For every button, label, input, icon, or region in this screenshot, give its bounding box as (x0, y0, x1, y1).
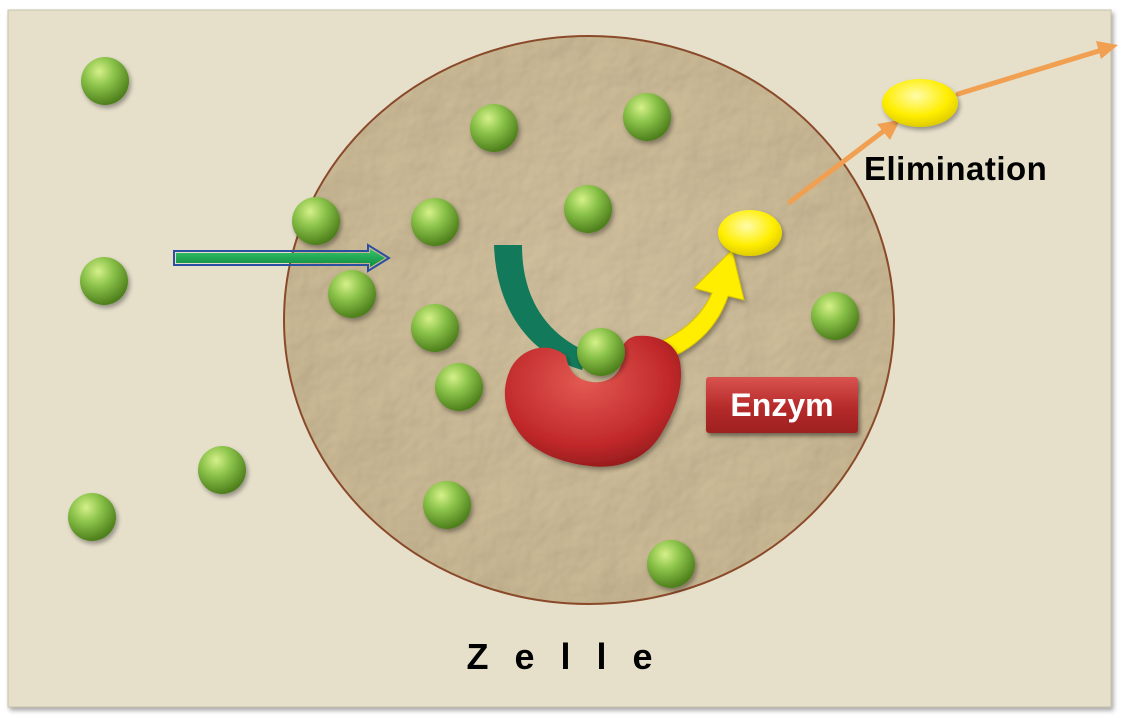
enzyme-label-box: Enzym (706, 377, 858, 433)
cell-label: Zelle (0, 636, 1145, 678)
molecule (292, 197, 340, 245)
molecule (564, 185, 612, 233)
metabolite-inside (718, 210, 782, 256)
elimination-label: Elimination (864, 150, 1048, 187)
molecule (423, 481, 471, 529)
uptake-arrow (173, 243, 391, 273)
molecule (647, 540, 695, 588)
cell-label-text: Zelle (466, 636, 679, 677)
molecule (68, 493, 116, 541)
molecule (411, 304, 459, 352)
molecule (198, 446, 246, 494)
molecule (81, 57, 129, 105)
molecule (328, 270, 376, 318)
molecule (411, 198, 459, 246)
molecule (435, 363, 483, 411)
metabolite-eliminated (882, 79, 958, 127)
molecule (470, 104, 518, 152)
substrate-molecules (68, 57, 859, 588)
enzyme-blob (504, 335, 682, 467)
elimination-arrow (787, 41, 1118, 205)
enzyme-label: Enzym (730, 386, 834, 423)
cell-body (283, 35, 895, 605)
substrate-binding-arrow (494, 245, 588, 370)
molecule (811, 292, 859, 340)
molecule (80, 257, 128, 305)
molecule-bound (577, 328, 625, 376)
molecule (623, 93, 671, 141)
